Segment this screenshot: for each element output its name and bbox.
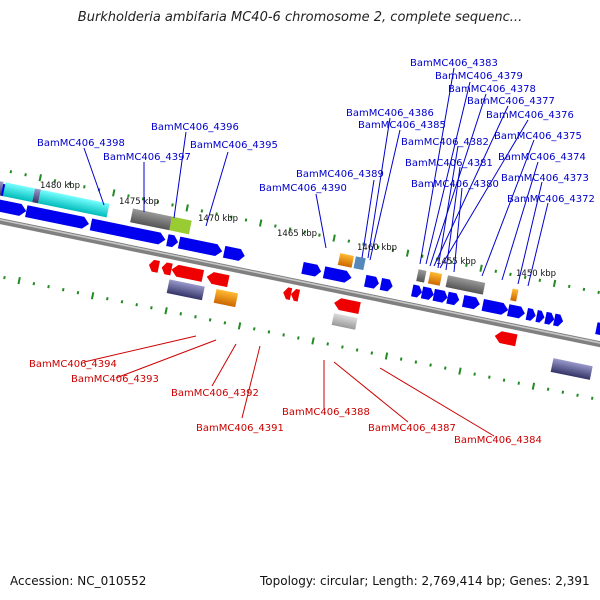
gene-label: BamMC406_4390 xyxy=(259,183,347,194)
topology-text: Topology: circular; Length: 2,769,414 bp… xyxy=(260,574,590,588)
reverse-leader-lines xyxy=(83,335,495,437)
gene-label: BamMC406_4383 xyxy=(410,58,498,69)
map-title: Burkholderia ambifaria MC40-6 chromosome… xyxy=(77,10,523,25)
gene-label: BamMC406_4391 xyxy=(196,423,284,434)
gene-label: BamMC406_4389 xyxy=(296,169,384,180)
gene-label: BamMC406_4376 xyxy=(486,110,574,121)
forward-genes xyxy=(0,178,600,337)
gene-label: BamMC406_4392 xyxy=(171,388,259,399)
gene-label: BamMC406_4381 xyxy=(405,158,493,169)
genome-track xyxy=(0,170,600,400)
gene-label: BamMC406_4373 xyxy=(501,173,589,184)
gene-label: BamMC406_4387 xyxy=(368,423,456,434)
scale-label: 1460 kbp xyxy=(357,243,397,253)
gene-label: BamMC406_4393 xyxy=(71,374,159,385)
scale-label: 1455 kbp xyxy=(436,257,476,267)
gene-label: BamMC406_4382 xyxy=(401,137,489,148)
gene-label: BamMC406_4378 xyxy=(448,84,536,95)
gene-label: BamMC406_4380 xyxy=(411,179,499,190)
reverse-genes xyxy=(148,259,593,380)
scale-label: 1450 kbp xyxy=(516,269,556,279)
scale-label: 1465 kbp xyxy=(277,229,317,239)
forward-gene-labels: BamMC406_4398 BamMC406_4397 BamMC406_439… xyxy=(37,58,595,205)
forward-scale-ticks xyxy=(9,170,600,295)
gene-label: BamMC406_4386 xyxy=(346,108,434,119)
gene-label: BamMC406_4396 xyxy=(151,122,239,133)
scale-labels: 1480 kbp 1475 kbp 1470 kbp 1465 kbp 1460… xyxy=(40,181,556,279)
gene-label: BamMC406_4374 xyxy=(498,152,586,163)
gene-label: BamMC406_4394 xyxy=(29,359,117,370)
gene-label: BamMC406_4377 xyxy=(467,96,555,107)
gene-label: BamMC406_4388 xyxy=(282,407,370,418)
gene-label: BamMC406_4384 xyxy=(454,435,542,446)
gene-label: BamMC406_4398 xyxy=(37,138,125,149)
gene-label: BamMC406_4379 xyxy=(435,71,523,82)
scale-label: 1470 kbp xyxy=(198,214,238,224)
scale-label: 1480 kbp xyxy=(40,181,80,191)
gene-label: BamMC406_4372 xyxy=(507,194,595,205)
scale-label: 1475 kbp xyxy=(119,197,159,207)
forward-leader-lines xyxy=(83,67,549,287)
reverse-gene-labels: BamMC406_4394 BamMC406_4393 BamMC406_439… xyxy=(29,359,542,446)
gene-label: BamMC406_4385 xyxy=(358,120,446,131)
accession-text: Accession: NC_010552 xyxy=(10,574,147,588)
gene-label: BamMC406_4375 xyxy=(494,131,582,142)
gene-label: BamMC406_4395 xyxy=(190,140,278,151)
gene-label: BamMC406_4397 xyxy=(103,152,191,163)
reverse-scale-ticks xyxy=(3,275,594,400)
